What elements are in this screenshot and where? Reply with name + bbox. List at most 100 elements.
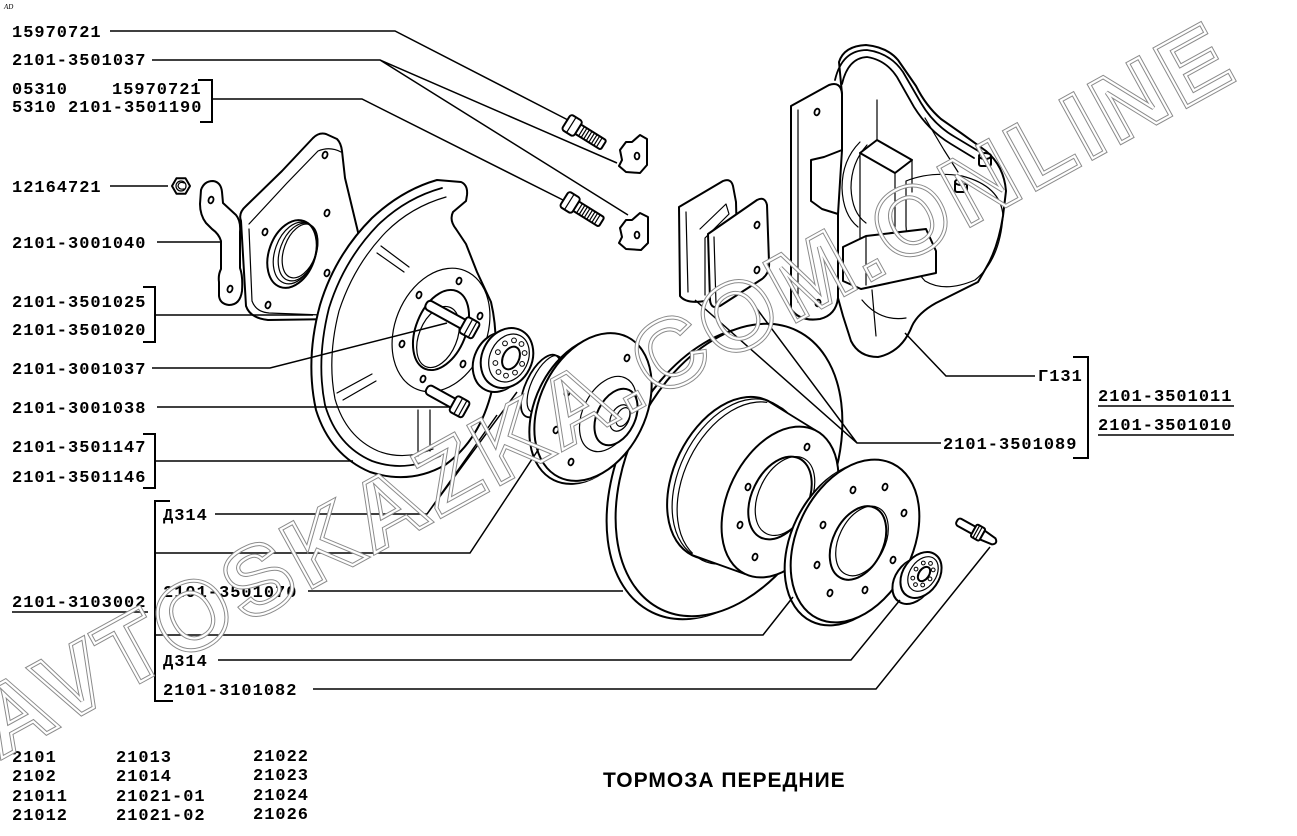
bolt-hole	[476, 311, 484, 321]
bearing-ball	[910, 575, 916, 581]
brake-pad-holes	[753, 220, 761, 275]
part-number-label: 2101-3501089	[943, 436, 1077, 455]
bolt-hole	[814, 298, 822, 308]
bleeder-valve-cap	[954, 178, 968, 186]
model-code: 21022	[253, 748, 309, 767]
splash-shield-rim	[320, 187, 443, 467]
callout-labels: 15970721 2101-3501037 05310 15970721 531…	[12, 24, 1232, 701]
bolt-hole	[753, 220, 761, 230]
part-number-label: 2101-3501147	[12, 439, 146, 458]
caliper-mounting-bracket	[790, 83, 843, 321]
hub-flange-face	[533, 332, 653, 482]
part-number-label: 05310	[12, 81, 68, 100]
bearing-ball	[502, 340, 508, 347]
part-number-label: 2101-3501190	[68, 99, 202, 118]
bolt-hole	[398, 339, 406, 349]
brake-pad-outer-edge	[713, 236, 717, 305]
parts-drawing	[171, 44, 1007, 627]
bolt-hole	[261, 227, 269, 237]
part-number-label: Г131	[1038, 368, 1083, 387]
bolt-hole	[207, 195, 215, 205]
bolt-hole	[889, 555, 897, 565]
leader-line-3	[212, 98, 564, 201]
bearing-bore	[916, 565, 932, 583]
bearing-ball	[521, 350, 528, 356]
bolt-hole	[323, 208, 331, 218]
bolt-head-facet	[563, 193, 575, 211]
bolt-head-facets	[463, 318, 478, 338]
shield-bolt-upper	[424, 299, 481, 340]
bolt-hole	[415, 290, 423, 300]
caliper-bolt-lower	[559, 191, 605, 227]
wheel-flange-bore-edge	[835, 505, 889, 577]
bleeder-valve	[978, 152, 992, 167]
bearing-ball	[920, 560, 926, 566]
model-code: 21026	[253, 806, 309, 825]
leader-line-1	[110, 30, 569, 121]
bolt-hole	[736, 520, 744, 530]
part-number-label: 2101-3001038	[12, 400, 146, 419]
bolt-hole	[323, 268, 331, 278]
hub-holes	[552, 353, 631, 467]
bolt-hole	[819, 520, 827, 530]
brake-pad-inner-lining	[685, 203, 730, 296]
leader-line-2	[152, 59, 629, 216]
model-code: 21014	[116, 768, 172, 787]
lock-plate-upper	[618, 134, 648, 174]
callout-leaders	[12, 30, 1234, 702]
bolt-hole	[455, 276, 463, 286]
leader-line-10	[215, 391, 518, 515]
part-number-label: 2101-3501146	[12, 469, 146, 488]
wheel-stud	[955, 517, 998, 546]
applicable-models: 2101 2102 21011 21012 21013 21014 21021-…	[12, 748, 309, 826]
leader-line-11	[155, 446, 541, 554]
model-code: 21011	[12, 788, 68, 807]
bolt-hole	[459, 359, 467, 369]
bolt-hole	[321, 150, 329, 160]
bleeder-valve	[954, 178, 968, 193]
caliper-block-edges	[859, 99, 959, 263]
leader-line-17	[694, 299, 941, 444]
bearing-ball	[495, 369, 502, 375]
bearing-bore	[501, 345, 521, 371]
bearing-ball	[512, 369, 518, 376]
part-number-label: 5310	[12, 99, 57, 118]
bearing-ball	[930, 567, 936, 573]
brake-pipe	[834, 49, 981, 159]
bearing-ball	[913, 582, 918, 587]
bearing-balls	[910, 560, 936, 588]
part-number-label: 15970721	[12, 24, 102, 43]
brake-pads	[678, 179, 771, 309]
part-number-label: Д314	[163, 653, 208, 672]
model-code: 2102	[12, 768, 57, 787]
part-number-label: 2101-3001037	[12, 361, 146, 380]
bolt-thread	[578, 126, 603, 148]
mounting-plate-face-edge	[248, 148, 342, 316]
hub-bore-inner	[615, 407, 631, 427]
caliper-assembly-number: 2101-3501011	[1098, 388, 1232, 407]
model-code: 21024	[253, 787, 309, 806]
model-code: 21013	[116, 749, 172, 768]
part-number-label: 15970721	[112, 81, 202, 100]
hex-nut-bore	[175, 180, 187, 192]
caliper-bracket-holes	[813, 107, 822, 308]
bearing-outer-race	[488, 333, 530, 383]
caliper-assembly-bracket	[1073, 356, 1089, 459]
leader-line-15	[313, 546, 991, 690]
lock-plate-hole	[633, 151, 641, 161]
model-code: 2101	[12, 749, 57, 768]
shield-bracket-holes	[207, 195, 234, 294]
bolt-hole	[849, 485, 857, 495]
hex-nut	[171, 177, 191, 195]
model-code: 21021-02	[116, 807, 206, 826]
caliper-assembly-number: 2101-3501010	[1098, 417, 1232, 436]
shield-bracket	[199, 180, 244, 306]
bearing-ball	[913, 566, 919, 572]
hex-nut-thread	[177, 181, 185, 190]
wheel-flange-bore	[828, 505, 888, 581]
bolt-hole	[813, 560, 821, 570]
wheel-hub	[528, 332, 653, 485]
bolt-hole	[744, 482, 752, 492]
brake-caliper	[790, 44, 1007, 358]
outer-wheel-bearing	[891, 551, 943, 605]
